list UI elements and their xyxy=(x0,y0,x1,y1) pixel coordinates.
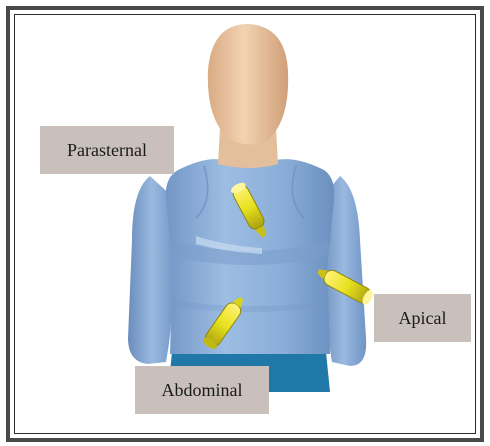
parasternal-label: Parasternal xyxy=(40,126,174,174)
abdominal-label: Abdominal xyxy=(135,366,269,414)
head xyxy=(208,24,288,145)
apical-label: Apical xyxy=(374,294,471,342)
